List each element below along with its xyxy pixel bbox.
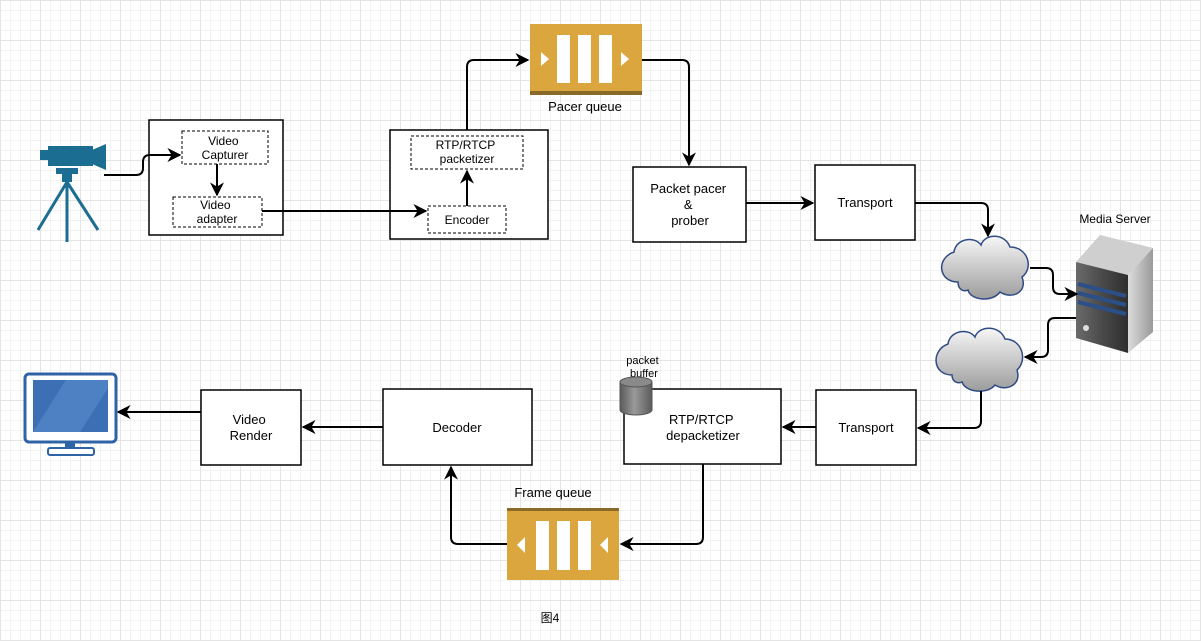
video-adapter-box bbox=[172, 196, 263, 228]
connector-server-to-cloud bbox=[1023, 317, 1076, 364]
connector-depacketizer-to-frame-queue bbox=[619, 464, 704, 551]
rtp-packetizer-box bbox=[410, 135, 524, 170]
cloud-icon bbox=[941, 235, 1029, 300]
encoder-label: Encoder bbox=[445, 213, 490, 227]
transport-recv-box bbox=[815, 389, 917, 466]
connector-pacer-queue-to-pacer bbox=[642, 59, 696, 167]
frame-queue-label: Frame queue bbox=[514, 485, 591, 500]
video-capturer-label: Video Capturer bbox=[202, 134, 249, 162]
video-render-box bbox=[200, 389, 302, 466]
packet-pacer-label: Packet pacer & prober bbox=[650, 181, 730, 228]
packet-pacer-box bbox=[632, 166, 747, 243]
pacer-queue-icon bbox=[530, 24, 642, 95]
packet-buffer-label: packet buffer bbox=[626, 355, 661, 380]
media-server-label: Media Server bbox=[1079, 212, 1150, 226]
database-icon bbox=[619, 376, 653, 416]
transport-send-box bbox=[814, 164, 916, 241]
rtp-packetizer-label: RTP/RTCP packetizer bbox=[436, 138, 499, 166]
connector-cloud-to-transport bbox=[916, 391, 982, 435]
video-capturer-box bbox=[181, 130, 269, 165]
cloud-icon bbox=[935, 327, 1024, 392]
transport-recv-label: Transport bbox=[838, 420, 894, 435]
connector-packetizer-to-pacer-queue bbox=[466, 53, 530, 130]
decoder-label: Decoder bbox=[432, 420, 482, 435]
connector-frame-queue-to-decoder bbox=[444, 465, 507, 545]
connector-transport-to-cloud bbox=[915, 202, 995, 238]
connector-camera-to-capturer bbox=[104, 148, 182, 176]
camera-icon bbox=[36, 144, 106, 242]
figure-caption: 图4 bbox=[541, 611, 560, 625]
transport-send-label: Transport bbox=[837, 195, 893, 210]
video-adapter-label: Video adapter bbox=[197, 198, 238, 226]
server-icon bbox=[1076, 235, 1153, 353]
connector-cloud-to-server bbox=[1030, 267, 1079, 301]
monitor-icon bbox=[23, 372, 118, 456]
video-render-label: Video Render bbox=[230, 412, 273, 443]
pacer-queue-label: Pacer queue bbox=[548, 99, 622, 114]
encoder-box bbox=[427, 205, 507, 234]
rtp-depacketizer-label: RTP/RTCP depacketizer bbox=[666, 412, 740, 443]
frame-queue-icon bbox=[507, 508, 619, 580]
